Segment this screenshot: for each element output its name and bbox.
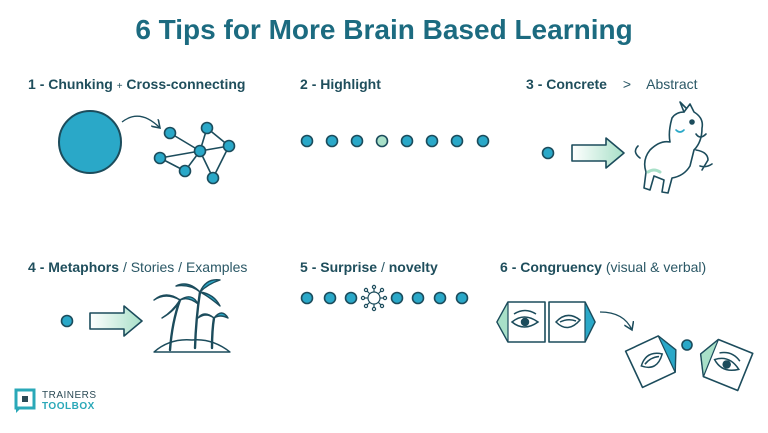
tip-6-tilted-mouth-card bbox=[624, 335, 677, 389]
tip-5-number: 5 bbox=[300, 259, 308, 275]
tip-4-heading: 4 - Metaphors / Stories / Examples bbox=[28, 259, 248, 275]
tip-2-number: 2 bbox=[300, 76, 308, 92]
tip-2-term: Highlight bbox=[320, 76, 381, 92]
tip-6-mouth-card bbox=[548, 301, 596, 343]
tip-1-chunk-circle bbox=[58, 110, 122, 174]
tip-6-term-b: (visual & verbal) bbox=[605, 259, 707, 275]
tip-6-curved-arrow bbox=[599, 311, 632, 330]
tip-1-curved-arrow bbox=[121, 115, 160, 128]
tip-3-term-a: Concrete bbox=[546, 76, 607, 92]
llama-icon bbox=[634, 101, 713, 194]
eye-icon bbox=[510, 309, 540, 328]
tip-3-number: 3 bbox=[526, 76, 534, 92]
tip-3-heading: 3 - Concrete > Abstract bbox=[526, 76, 698, 92]
tip-2-dot-row bbox=[300, 134, 490, 148]
tip-1-plus: + bbox=[116, 81, 123, 92]
tip-4-term-a: Metaphors bbox=[48, 259, 120, 275]
tip-3-dot bbox=[541, 146, 555, 160]
tip-6-eye-card bbox=[496, 301, 546, 343]
tip-1-number: 1 bbox=[28, 76, 36, 92]
tip-6-tilted-eye-card bbox=[699, 338, 754, 392]
tip-5-term-a: Surprise bbox=[320, 259, 378, 275]
tip-1-heading: 1 - Chunking + Cross-connecting bbox=[28, 76, 246, 92]
mouth-icon-2 bbox=[640, 352, 664, 369]
tip-3-greater-than: > bbox=[622, 76, 632, 92]
virus-surprise-icon bbox=[360, 284, 388, 312]
tip-1-term-a: Chunking bbox=[48, 76, 113, 92]
tip-5-slash: / bbox=[380, 259, 385, 275]
tip-4-term-b: / Stories / Examples bbox=[122, 259, 248, 275]
tip-2-heading: 2 - Highlight bbox=[300, 76, 381, 92]
trainers-toolbox-logo[interactable]: TRAINERS TOOLBOX bbox=[42, 390, 97, 412]
tip-4-dot bbox=[60, 314, 74, 328]
palm-island-icon bbox=[153, 279, 231, 353]
logo-line-2: TOOLBOX bbox=[42, 401, 95, 412]
tip-6-heading: 6 - Congruency (visual & verbal) bbox=[500, 259, 707, 275]
tip-5-term-b: novelty bbox=[388, 259, 438, 275]
tip-4-number: 4 bbox=[28, 259, 36, 275]
tip-4-arrow bbox=[89, 305, 143, 337]
tip-1-network-graph bbox=[153, 121, 236, 185]
mouth-icon bbox=[554, 314, 582, 329]
logo-line-1: TRAINERS bbox=[42, 390, 97, 401]
tip-1-term-b: Cross-connecting bbox=[126, 76, 246, 92]
tip-3-arrow bbox=[571, 137, 625, 169]
trainers-toolbox-logo-icon bbox=[14, 388, 36, 413]
tip-5-dot-row bbox=[300, 291, 469, 305]
eye-icon-2 bbox=[713, 351, 741, 371]
tip-5-heading: 5 - Surprise / novelty bbox=[300, 259, 438, 275]
tip-6-number: 6 bbox=[500, 259, 508, 275]
page-title: 6 Tips for More Brain Based Learning bbox=[135, 14, 633, 45]
tip-6-center-dot bbox=[681, 339, 693, 351]
tip-2-highlighted-dot bbox=[375, 134, 389, 148]
tip-3-term-b: Abstract bbox=[646, 76, 698, 92]
tip-6-term-a: Congruency bbox=[520, 259, 602, 275]
